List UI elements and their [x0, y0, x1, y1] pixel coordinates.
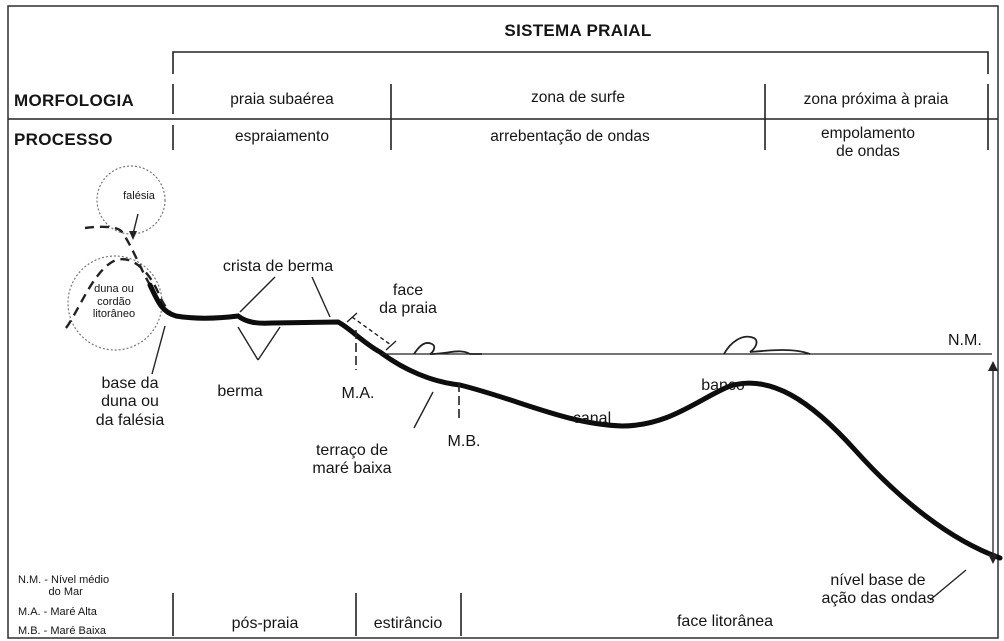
processo-cell-3: empolamento de ondas: [821, 125, 915, 160]
cliff-outline: [84, 225, 152, 286]
depth-arrow-top: [988, 361, 998, 371]
depth-arrow-bottom: [988, 554, 998, 564]
base-duna-label: base da duna ou da falésia: [95, 375, 165, 429]
terraco-label: terraço de maré baixa: [312, 442, 392, 478]
leader-crista-2: [311, 276, 331, 318]
leader-falesia: [132, 213, 139, 235]
leader-berma-1: [237, 326, 259, 361]
morfologia-cell-1: praia subaérea: [230, 91, 334, 108]
outer-frame: [7, 5, 999, 639]
arrow-falesia: [129, 231, 137, 240]
morfologia-cell-3: zona próxima à praia: [803, 91, 949, 108]
processo-cell-1: espraiamento: [235, 128, 329, 145]
face-praia-tick-2: [385, 340, 397, 351]
zone-face-litoranea: face litorânea: [676, 613, 774, 630]
face-praia-tick-1: [346, 312, 358, 323]
processo-label: PROCESSO: [14, 130, 113, 149]
legend-nm: N.M. - Nível médio do Mar: [18, 574, 110, 599]
leader-berma-2: [257, 326, 281, 361]
legend-mb: M.B. - Maré Baixa: [18, 625, 107, 637]
face-praia-label: face da praia: [379, 282, 437, 318]
duna-label: duna ou cordão litorâneo: [92, 283, 136, 321]
ma-label: M.A.: [341, 385, 375, 402]
zone-pos-praia: pós-praia: [231, 615, 299, 632]
system-bracket: [172, 51, 989, 74]
nivel-base-label: nível base de ação das ondas: [821, 572, 935, 608]
berma-label: berma: [217, 383, 263, 400]
system-title: SISTEMA PRAIAL: [504, 21, 652, 40]
morfologia-label: MORFOLOGIA: [14, 91, 135, 110]
processo-cell-2: arrebentação de ondas: [490, 128, 650, 145]
face-praia-dim: [351, 316, 392, 346]
wave-1: [413, 342, 482, 355]
wave-2: [723, 335, 811, 355]
dune-outline: [65, 258, 171, 329]
canal-label: canal: [572, 410, 612, 427]
mb-label: M.B.: [447, 433, 481, 450]
falesia-label: falésia: [123, 190, 155, 202]
beach-profile: [147, 282, 1003, 561]
leader-nivel-base: [929, 569, 967, 601]
leader-terraco: [413, 391, 434, 429]
morfologia-cell-2: zona de surfe: [531, 89, 625, 106]
banco-label: banco: [701, 377, 745, 394]
nm-label: N.M.: [948, 332, 982, 349]
zone-estirancio: estirâncio: [373, 615, 443, 632]
leader-base-duna: [151, 325, 166, 375]
crista-berma-label: crista de berma: [222, 258, 334, 275]
leader-crista-1: [239, 276, 276, 313]
legend-ma: M.A. - Maré Alta: [18, 606, 97, 618]
